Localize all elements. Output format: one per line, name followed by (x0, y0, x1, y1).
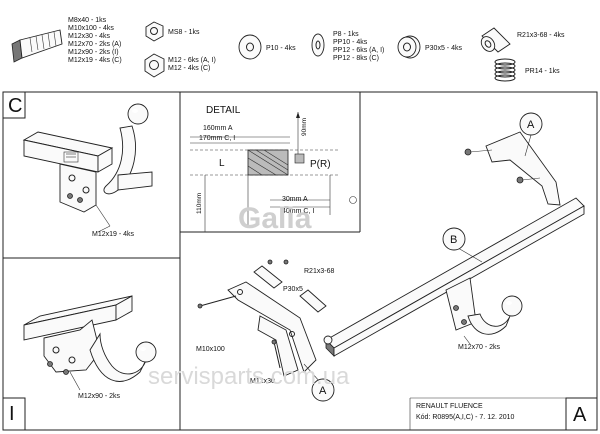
washer-p30-label: P30x5 - 4ks (425, 45, 462, 52)
washer-pp-label-0: P8 - 1ks (333, 31, 359, 38)
frame-border (2, 91, 598, 431)
detail-dim-40: 40mm C, I (282, 208, 314, 215)
sleeve-icon (480, 27, 511, 53)
bolt-list-0: M8x40 - 1ks (68, 17, 107, 24)
callout-b: B (450, 234, 457, 246)
main-bolt-m12x70-label: M12x70 - 2ks (458, 344, 501, 351)
panel-i-box (2, 397, 26, 431)
panel-c-letter: C (8, 95, 22, 117)
callout-a-bottom-circle (311, 378, 335, 402)
bolt-list-5: M12x19 - 4ks (C) (68, 57, 122, 64)
nut-ms8-label: MS8 - 1ks (168, 29, 200, 36)
washer-pp-label-1: PP10 - 4ks (333, 39, 368, 46)
washer-p10-icon (238, 34, 262, 60)
main-sleeve-label: R21x3-68 (304, 268, 334, 275)
panel-c-drawing (22, 103, 153, 233)
detail-title: DETAIL (206, 105, 241, 116)
nut-ms8-icon (145, 21, 164, 42)
detail-dim-vert: 90mm (301, 118, 308, 136)
bolt-list-2: M12x30 - 4ks (68, 33, 111, 40)
main-washer-label: P30x5 (283, 286, 303, 293)
main-assembly-drawing (197, 131, 585, 383)
nut-m12-icon (144, 53, 165, 78)
callout-b-circle (442, 227, 466, 251)
titleblock-model: RENAULT FLUENCE (416, 403, 483, 410)
panel-c-bolt-label: M12x19 - 4ks (92, 231, 135, 238)
panel-i-bolt-label: M12x90 - 2ks (78, 393, 121, 400)
bolt-list-1: M10x100 - 4ks (68, 25, 114, 32)
panel-c-box (2, 91, 26, 119)
callout-a-bottom: A (319, 385, 327, 397)
spring-label: PR14 - 1ks (525, 68, 560, 75)
panel-i-letter: I (9, 403, 15, 425)
nut-m12-label-0: M12 - 6ks (A, I) (168, 57, 216, 64)
detail-drawing (190, 112, 340, 232)
detail-dim-c: 170mm C, I (199, 135, 235, 142)
callout-a-top: A (527, 119, 535, 131)
washer-pp-icon (311, 33, 325, 57)
panel-a-box (565, 397, 598, 431)
detail-dim-height: 110mm (196, 193, 203, 214)
bolt-list-3: M12x70 - 2ks (A) (68, 41, 121, 48)
sleeve-label: R21x3-68 - 4ks (517, 32, 565, 39)
washer-p30-icon (397, 35, 421, 59)
panel-a-letter: A (573, 404, 587, 426)
nut-m12-label-1: M12 - 4ks (C) (168, 65, 210, 72)
main-bolt-m12x30-label: M12x30 (250, 378, 275, 385)
washer-pp-label-3: PP12 - 8ks (C) (333, 55, 379, 62)
main-bolt-m10-label: M10x100 (196, 346, 225, 353)
bolt-list-4: M12x90 - 2ks (I) (68, 49, 119, 56)
washer-p10-label: P10 - 4ks (266, 45, 296, 52)
spring-icon (494, 58, 516, 82)
registered-mark-icon (349, 196, 357, 204)
washer-pp-label-2: PP12 - 6ks (A, I) (333, 47, 384, 54)
detail-label-l: L (219, 158, 225, 169)
watermark: servisparts.com.ua (148, 363, 350, 390)
galia-logo: Galia (238, 202, 312, 235)
bolt-icon (11, 29, 63, 63)
detail-dim-30: 30mm A (282, 196, 308, 203)
titleblock-code: Kód: R0895(A,I,C) - 7. 12. 2010 (416, 414, 515, 421)
panel-i-drawing (23, 295, 157, 391)
callout-a-top-circle (519, 112, 543, 136)
detail-label-p: P(R) (310, 159, 331, 170)
detail-dim-a: 160mm A (203, 125, 233, 132)
